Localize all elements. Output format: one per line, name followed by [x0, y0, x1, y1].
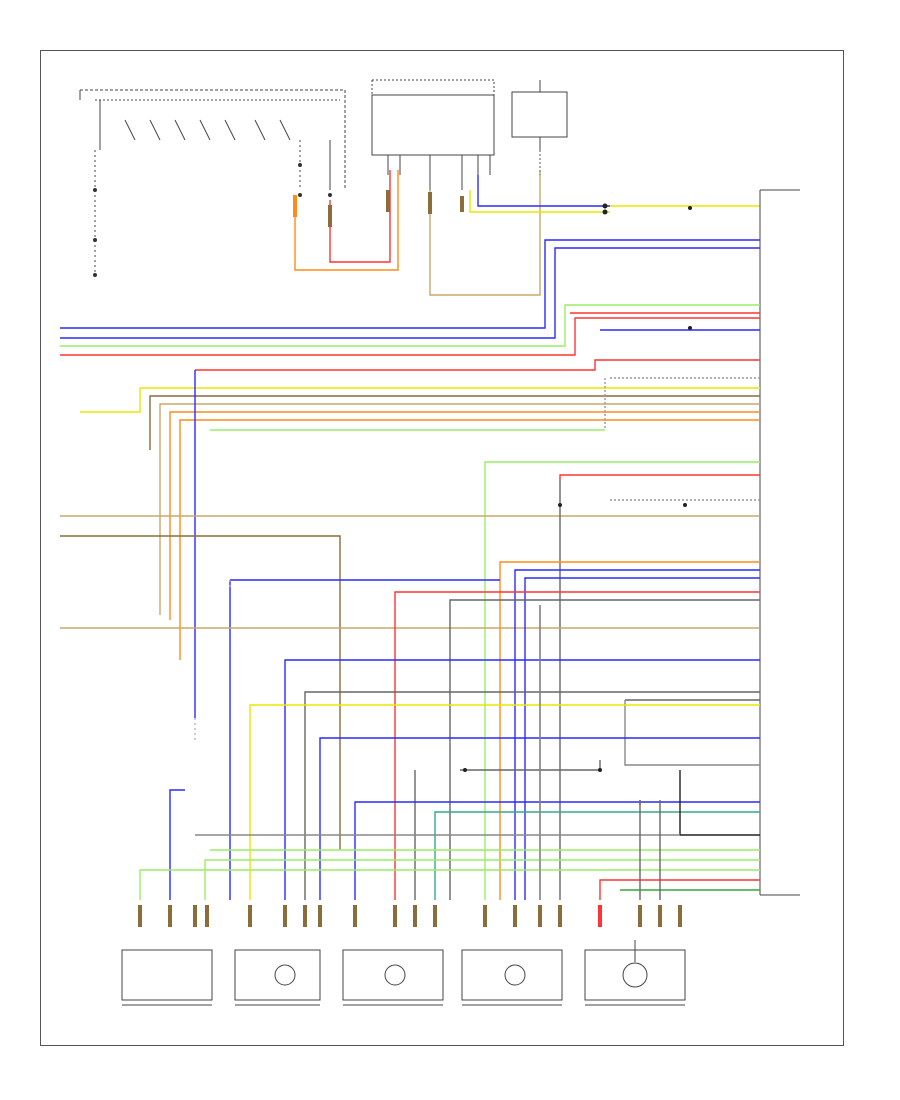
upper-bus-wires: [60, 239, 760, 356]
center-switch-block: [371, 79, 495, 190]
bottom-component-1: [121, 949, 213, 1006]
bottom-component-4: [461, 949, 563, 1006]
bottom-component-5: [584, 940, 686, 1006]
relay-box: [511, 80, 568, 150]
bottom-bus-wires: [139, 605, 760, 900]
mid-bus-wires: [80, 359, 760, 718]
multi-switch-dots: [93, 163, 332, 277]
bottom-component-3: [342, 949, 444, 1006]
left-frame-extras: [194, 580, 231, 740]
module-connector: [759, 189, 800, 896]
right-mid-wires: [60, 461, 760, 900]
multi-switch-block: [79, 89, 346, 275]
wire-label-markers: [138, 190, 682, 927]
top-wires: [294, 150, 760, 296]
splice-points: [463, 203, 692, 772]
bottom-component-2: [234, 949, 321, 1006]
diagram-frame: [40, 50, 844, 1046]
